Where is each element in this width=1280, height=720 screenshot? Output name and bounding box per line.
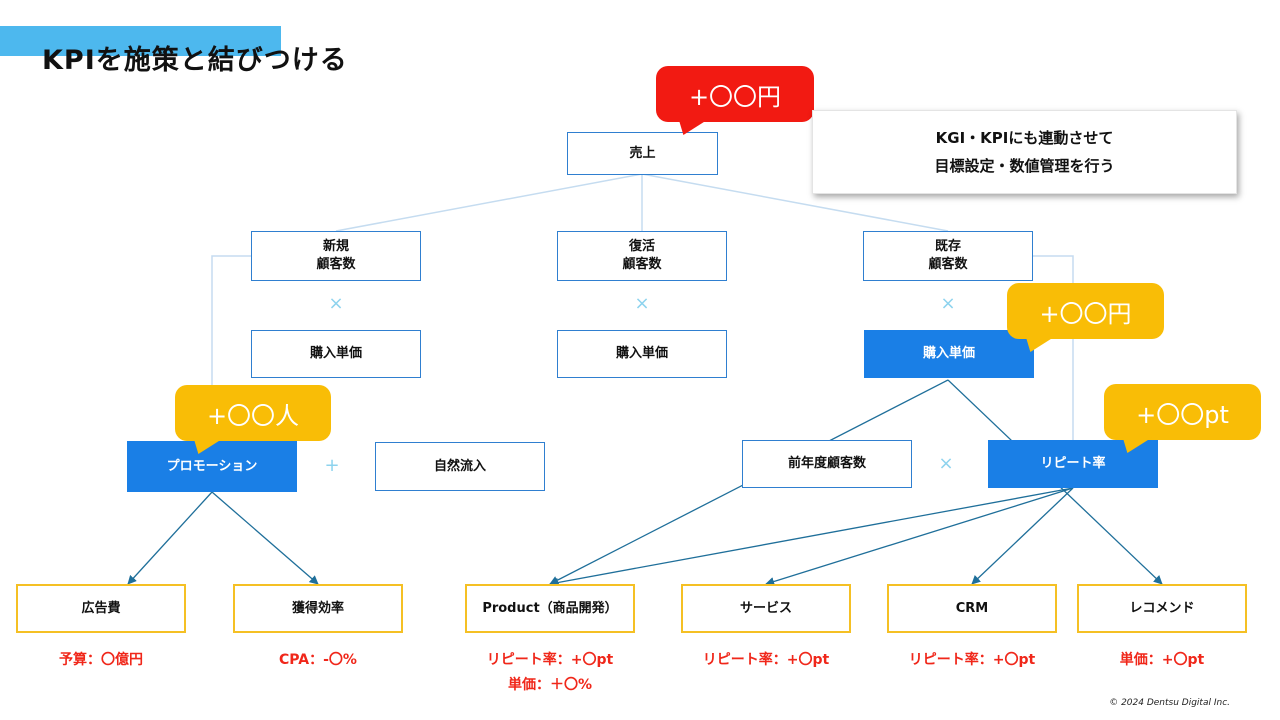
callout-unit-price: +〇〇円	[1007, 283, 1164, 352]
leaf-acquisition-efficiency: 獲得効率	[233, 584, 403, 633]
metric-recommend: 単価：+〇pt	[1119, 652, 1205, 668]
arrow-promotion-efficiency	[211, 491, 319, 585]
metric-ad-cost: 予算：〇億円	[59, 652, 143, 668]
page-title: KPIを施策と結びつける	[42, 45, 348, 76]
connector-new-promotion	[211, 255, 251, 441]
callout-unit-price-text: +〇〇円	[1039, 299, 1132, 328]
callout-repeat-rate: +〇〇pt	[1104, 384, 1261, 453]
callout-repeat-rate-text: +〇〇pt	[1136, 400, 1229, 429]
title-accent-bar	[0, 26, 281, 56]
copyright: © 2024 Dentsu Digital Inc.	[1109, 698, 1230, 708]
arrow-repeat-service	[765, 487, 1074, 586]
times-operator: ×	[938, 453, 954, 474]
callout-sales-text: +〇〇円	[688, 82, 782, 111]
leaf-crm: CRM	[887, 584, 1057, 633]
arrow-repeat-product	[549, 487, 1074, 587]
metric-service: リピート率：+〇pt	[702, 652, 830, 668]
times-operator: ×	[940, 293, 956, 314]
node-repeat-rate: リピート率	[988, 440, 1158, 488]
times-operator: ×	[328, 293, 344, 314]
leaf-service: サービス	[681, 584, 851, 633]
callout-promotion: +〇〇人	[175, 385, 331, 454]
node-unit-price-revived: 購入単価	[557, 330, 727, 378]
node-new-customers: 新規 顧客数	[251, 231, 421, 281]
node-organic: 自然流入	[375, 442, 545, 491]
connector-sales-existing	[641, 173, 949, 232]
callout-promotion-text: +〇〇人	[206, 401, 300, 430]
metric-product: リピート率：+〇pt 単価：＋〇%	[440, 648, 660, 697]
leaf-ad-cost: 広告費	[16, 584, 186, 633]
metric-crm: リピート率：+〇pt	[908, 652, 1036, 668]
metric-product-price: 単価：＋〇%	[507, 676, 593, 693]
note-line-2: 目標設定・数値管理を行う	[934, 157, 1115, 175]
node-prev-year-customers: 前年度顧客数	[742, 440, 912, 488]
node-unit-price-existing: 購入単価	[864, 330, 1034, 378]
node-unit-price-new: 購入単価	[251, 330, 421, 378]
node-existing-customers: 既存 顧客数	[863, 231, 1033, 281]
times-operator: ×	[634, 293, 650, 314]
metric-acquisition-efficiency: CPA：-〇%	[279, 652, 357, 668]
note-box: KGI・KPIにも連動させて 目標設定・数値管理を行う	[812, 110, 1237, 194]
metric-product-repeat: リピート率：+〇pt	[486, 652, 614, 668]
node-revived-customers: 復活 顧客数	[557, 231, 727, 281]
leaf-recommend: レコメンド	[1077, 584, 1247, 633]
leaf-product: Product（商品開発）	[465, 584, 635, 633]
plus-operator: +	[324, 455, 340, 476]
arrow-promotion-adcost	[127, 491, 213, 585]
node-sales: 売上	[567, 132, 718, 175]
connector-existing-repeat	[1033, 255, 1074, 441]
node-promotion: プロモーション	[127, 441, 297, 492]
callout-sales: +〇〇円	[656, 66, 814, 135]
arrow-repeat-crm	[971, 487, 1074, 585]
connector-sales-new	[335, 173, 643, 232]
note-line-1: KGI・KPIにも連動させて	[935, 128, 1114, 147]
